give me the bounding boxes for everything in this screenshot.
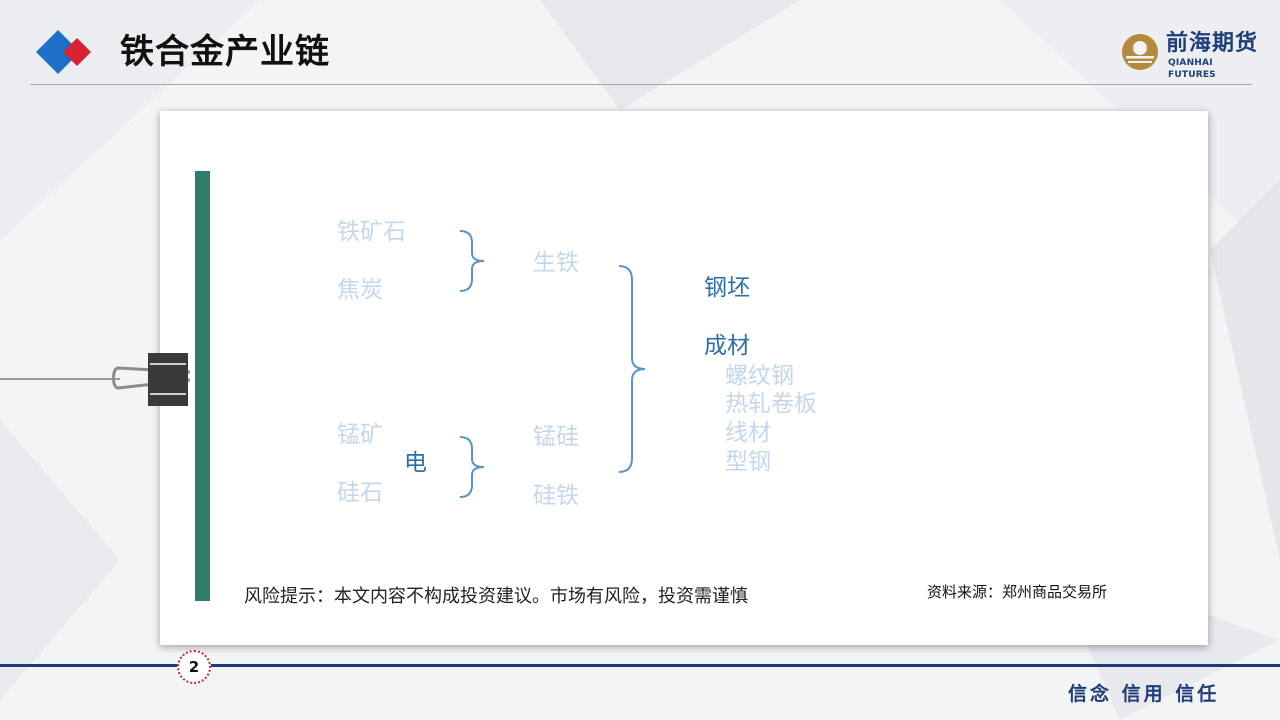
header: 铁合金产业链 前海期货 QIANHAI FUTURES: [0, 0, 1280, 86]
node-wire-rod: 线材: [725, 420, 771, 446]
node-steel-billet: 钢坯: [704, 275, 750, 301]
brand-name-en: QIANHAI FUTURES: [1168, 58, 1216, 80]
binder-clip-icon: [112, 353, 191, 406]
data-source: 资料来源：郑州商品交易所: [927, 583, 1108, 601]
page-title: 铁合金产业链: [120, 32, 330, 72]
node-silica: 硅石: [337, 480, 383, 506]
qianhai-emblem-icon: [1122, 34, 1158, 70]
header-divider: [30, 84, 1252, 85]
content-card: [160, 111, 1208, 645]
brand-name-cn: 前海期货: [1166, 30, 1259, 56]
risk-warning: 风险提示：本文内容不构成投资建议。市场有风险，投资需谨慎: [244, 586, 748, 607]
node-manganese-ore: 锰矿: [337, 422, 383, 448]
accent-bar: [195, 171, 210, 601]
node-ferrosilicon: 硅铁: [533, 483, 579, 509]
node-iron-ore: 铁矿石: [337, 219, 406, 245]
page-number-badge: 2: [177, 650, 211, 684]
node-section-steel: 型钢: [725, 449, 771, 475]
brand-diamond-icon: [36, 30, 91, 74]
node-silicomanganese: 锰硅: [533, 424, 579, 450]
node-pig-iron: 生铁: [533, 250, 579, 276]
footer-divider: [0, 664, 1280, 667]
node-rebar: 螺纹钢: [725, 363, 794, 389]
node-electricity: 电: [404, 450, 427, 476]
clip-wire: [0, 378, 120, 380]
footer-slogan: 信念 信用 信任: [1068, 683, 1220, 705]
node-hot-rolled-coil: 热轧卷板: [725, 391, 817, 417]
node-finished-steel: 成材: [704, 333, 750, 359]
brand-logo: 前海期货 QIANHAI FUTURES: [1120, 30, 1260, 80]
node-coke: 焦炭: [337, 277, 383, 303]
